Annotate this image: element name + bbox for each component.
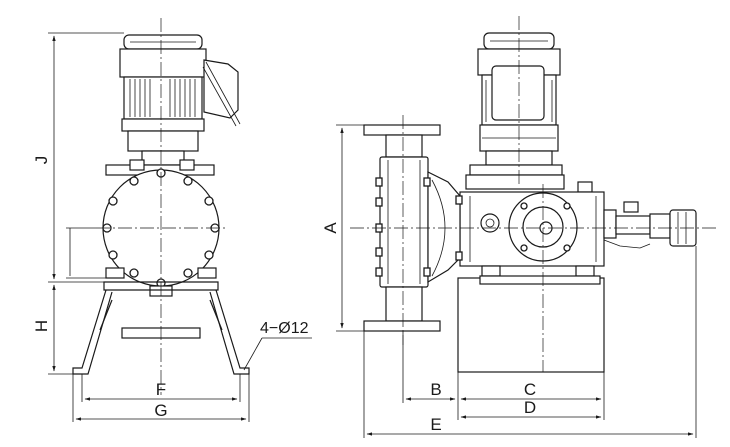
bottom-pipe-flange (363, 320, 441, 332)
side-view (350, 16, 716, 373)
side-base-dimensions: B C D E (363, 246, 697, 438)
pump-head (379, 156, 429, 288)
dim-G-label: G (154, 401, 167, 420)
dim-A-label: A (321, 222, 340, 234)
stand-right-leg (209, 289, 250, 375)
stand-top-plate (103, 281, 219, 291)
dim-C-label: C (524, 380, 536, 399)
stand-left-leg (72, 289, 113, 375)
motor-fins (129, 79, 196, 117)
motor-base (127, 130, 199, 152)
dim-J-label: J (32, 156, 51, 165)
coupling (141, 150, 185, 166)
diaphragm-housing (427, 171, 461, 284)
top-pipe-flange (363, 124, 441, 136)
side-height-dimension: A (321, 124, 364, 332)
motor-top (119, 48, 207, 78)
oil-plug (480, 213, 500, 233)
dim-D-label: D (524, 398, 536, 417)
motor-body (123, 76, 203, 120)
base-dimensions: F G (72, 374, 250, 422)
dim-E-label: E (430, 415, 441, 434)
front-view (72, 18, 250, 395)
dim-F-label: F (156, 380, 166, 399)
dim-B-label: B (430, 380, 441, 399)
front-dimensions: J H (32, 32, 124, 375)
hole-callout-text: 4−Ø12 (260, 320, 309, 337)
side-terminal-box (491, 65, 545, 121)
hole-callout: 4−Ø12 (243, 320, 312, 371)
base-block (457, 277, 605, 373)
pump-head-bolts (375, 177, 463, 277)
motor-flange (121, 118, 205, 132)
side-gear-top (465, 174, 565, 190)
dim-H-label: H (32, 320, 51, 332)
